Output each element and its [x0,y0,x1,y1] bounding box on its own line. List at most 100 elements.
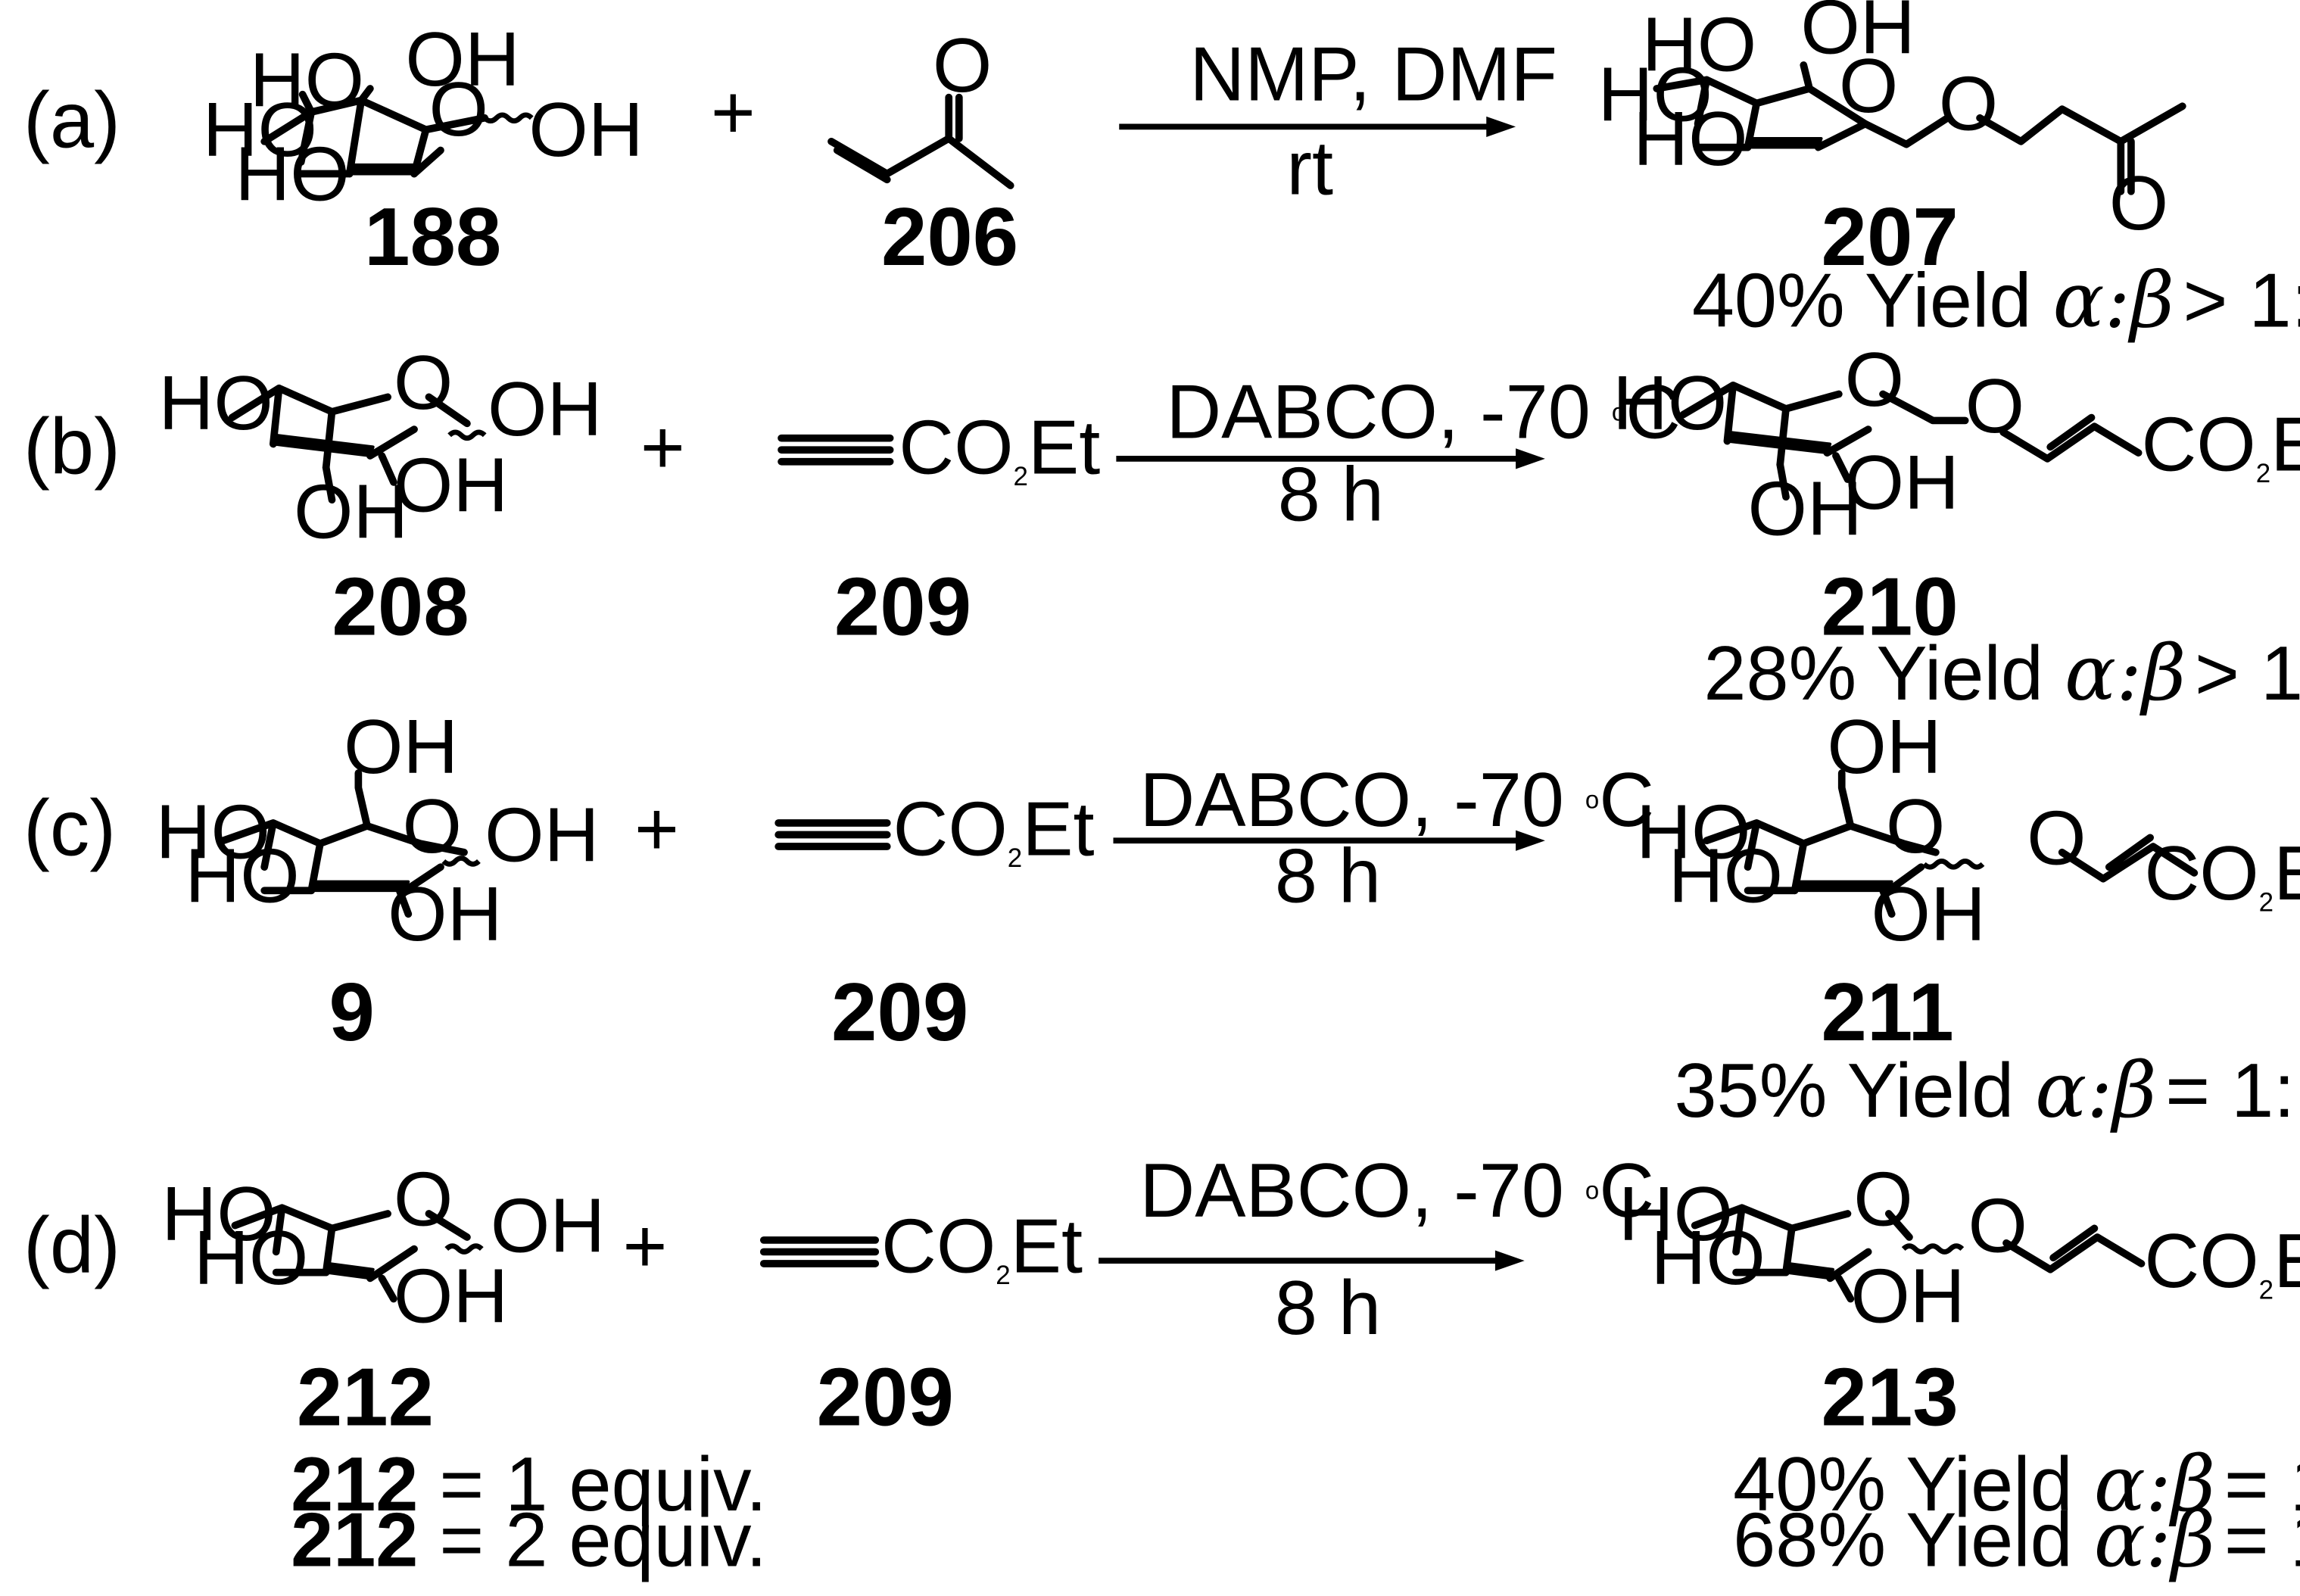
atom-o-glycosidic: O [1965,364,2024,449]
condition-bottom-c: 8 h [1275,834,1381,919]
reaction-arrow-d [1099,1250,1525,1271]
atom-oh: OH [485,793,599,877]
atom-oh: OH [394,1255,508,1339]
yield-line-b: 28% Yield α:β> 1:19 [1703,628,2300,718]
compound-label-209: 209 [817,1351,954,1443]
ester-group: CO2Et [2141,402,2300,488]
reaction-arrow-b [1116,448,1545,469]
atom-ho: HO [1633,97,1747,182]
atom-o-ring: O [403,784,462,869]
atom-oh: OH [294,470,408,555]
reaction-arrow-a [1119,116,1516,138]
condition-top-a: NMP, DMF [1189,33,1557,117]
structure-208: HO O OH OH OH [159,341,603,555]
compound-label-209: 209 [834,562,971,653]
atom-ho: HO [1619,1172,1733,1257]
atom-oh: OH [528,88,643,173]
atom-oh: OH [491,1183,605,1268]
compound-label-208: 208 [332,562,469,653]
ester-group: CO2Et [881,1205,1083,1291]
compound-label-210: 210 [1822,562,1959,653]
atom-ho: HO [161,1172,276,1257]
atom-o-carbonyl: O [2109,161,2168,246]
reaction-label-b: (b) [23,402,120,491]
atom-ho: HO [1613,361,1727,446]
reaction-d: (d) HO O OH HO OH 212 212 = 1 equiv. 212… [23,1149,2300,1585]
compound-label-9: 9 [329,967,375,1058]
atom-o-ring: O [1853,1158,1912,1242]
compound-label-188: 188 [364,192,501,283]
structure-206: O [827,23,1014,189]
plus-sign: + [634,787,679,872]
atom-ho: HO [250,38,364,123]
plus-sign: + [640,405,685,490]
atom-ho: HO [159,361,273,446]
atom-o-ring: O [1839,44,1898,129]
equiv-line-2: 212 = 2 equiv. [291,1498,767,1583]
equiv-line-1: 212 = 1 equiv. [291,1442,767,1527]
compound-label-206: 206 [881,192,1018,283]
yield-line-d1: 40% Yield α:β= 1:19 [1733,1439,2300,1529]
condition-bottom-a: rt [1286,126,1333,211]
atom-oh: OH [344,705,458,790]
atom-ho: HO [203,88,317,173]
condition-bottom-b: 8 h [1278,452,1384,537]
condition-bottom-d: 8 h [1275,1266,1381,1351]
atom-ho: HO [1642,3,1756,88]
atom-ho: HO [1598,53,1713,138]
atom-o-ring: O [1845,338,1904,422]
atom-ho: HO [156,790,270,875]
structure-210: HO O O OH OH CO2Et [1613,338,2300,552]
atom-oh: OH [388,872,502,957]
compound-label-211: 211 [1822,967,1954,1058]
structure-209-d: CO2Et [759,1205,1083,1291]
atom-o-glycosidic: O [1939,61,1998,146]
reaction-b: (b) HO O OH OH OH 208 + CO2Et 209 DABCO,… [23,338,2300,718]
yield-line-c: 35% Yield α:β= 1:1.2 [1675,1046,2300,1135]
compound-label-212: 212 [297,1351,434,1443]
condition-top-b: DABCO, -70 oC [1166,370,1681,455]
atom-ho: HO [194,1216,308,1301]
yield-line-a: 40% Yield α:β> 1:19 [1692,255,2300,344]
compound-label-213: 213 [1822,1351,1959,1443]
ester-group: CO2Et [2144,1219,2300,1305]
atom-oh: OH [1845,441,1959,525]
atom-o-glycosidic: O [1968,1183,2027,1268]
atom-oh: OH [488,367,602,452]
atom-oh: OH [1871,872,1986,957]
atom-ho: HO [1669,834,1783,919]
condition-top-d: DABCO, -70 oC [1139,1149,1654,1233]
atom-oh: OH [1827,705,1941,790]
plus-sign: + [623,1205,668,1289]
atom-o-ring: O [394,1158,453,1242]
ester-group: CO2Et [899,405,1100,491]
atom-oh: OH [1850,1255,1965,1339]
atom-o-carbonyl: O [933,23,992,108]
condition-top-c: DABCO, -70 oC [1139,758,1654,843]
structure-211: OH HO O O HO OH CO2Et [1636,705,2300,957]
reaction-arrow-c [1113,830,1545,851]
atom-oh: OH [1800,0,1915,70]
compound-label-207: 207 [1822,192,1959,283]
ester-group: CO2Et [893,787,1095,874]
structure-207: HO OH HO O O HO O [1598,0,2186,246]
compound-label-209: 209 [831,967,968,1058]
atom-o-ring: O [1886,784,1945,869]
atom-ho: HO [235,132,349,217]
reaction-c: (c) OH HO O OH HO OH 9 + CO2Et 209 DABCO… [23,705,2300,1135]
ester-group: CO2Et [2144,831,2300,918]
yield-line-d2: 68% Yield α:β= 1:1.2 [1733,1495,2300,1585]
atom-o-glycosidic: O [2027,796,2086,881]
atom-oh: OH [394,444,508,528]
atom-ho: HO [1651,1216,1766,1301]
atom-ho: HO [185,834,299,919]
atom-o-ring: O [429,67,488,152]
plus-sign: + [711,70,756,155]
reaction-label-d: (d) [23,1202,120,1290]
structure-9: OH HO O OH HO OH [156,705,600,957]
structure-209-c: CO2Et [774,787,1095,874]
atom-ho: HO [1636,790,1750,875]
structure-212: HO O OH HO OH [161,1158,605,1339]
atom-oh: OH [1748,467,1862,552]
